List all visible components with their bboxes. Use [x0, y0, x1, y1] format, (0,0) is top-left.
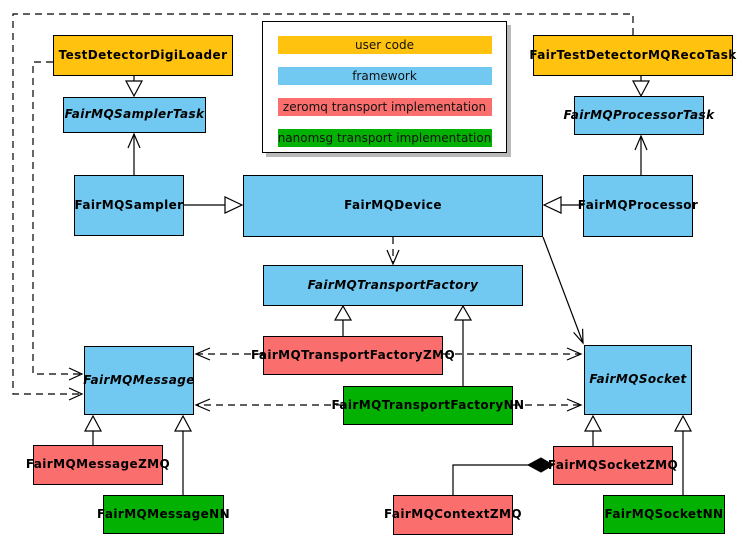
class-box-testdetectordigiloader: TestDetectorDigiLoader [53, 35, 233, 76]
class-box-fairmqdevice: FairMQDevice [243, 175, 543, 237]
class-box-fairtestdetectormqrecotask: FairTestDetectorMQRecoTask [529, 35, 736, 76]
edge-dependency-digiloader-message [32, 61, 84, 381]
class-box-fairmqsocketzmq: FairMQSocketZMQ [548, 446, 678, 485]
legend-item-nanomsg: nanomsg transport implementation [277, 129, 492, 147]
edge-dependency-device-factory [386, 237, 400, 266]
edge-inherit-messagenn-message [174, 414, 192, 495]
legend: user code framework zeromq transport imp… [262, 21, 507, 153]
legend-item-zeromq: zeromq transport implementation [277, 98, 492, 116]
edge-dependency-tfzmq-message [194, 347, 263, 361]
legend-label-framework: framework [352, 69, 417, 83]
class-box-fairmqtransportfactory: FairMQTransportFactory [263, 265, 523, 306]
legend-label-zeromq: zeromq transport implementation [282, 100, 487, 114]
class-box-fairmqmessagenn: FairMQMessageNN [97, 495, 230, 534]
edge-inherit-tfnn-factory [453, 304, 473, 386]
class-box-fairmqsamplertask: FairMQSamplerTask [63, 97, 206, 133]
edge-inherit-sampler-device [184, 196, 244, 214]
edge-assoc-device-socket [542, 236, 584, 345]
legend-item-framework: framework [277, 67, 492, 85]
edge-inherit-messagezmq-message [84, 414, 102, 445]
class-box-fairmqsocket: FairMQSocket [584, 345, 692, 415]
edge-inherit-tfzmq-factory [333, 304, 353, 336]
edge-dependency-tfnn-message [194, 398, 343, 412]
class-box-fairmqcontextzmq: FairMQContextZMQ [384, 495, 522, 535]
class-box-fairmqmessage: FairMQMessage [83, 346, 194, 415]
class-box-fairmqprocessor: FairMQProcessor [578, 175, 698, 237]
edge-inherit-digiloader-samplertask [125, 76, 143, 98]
class-box-fairmqtransportfactoryzmq: FairMQTransportFactoryZMQ [251, 336, 455, 375]
edge-assoc-sampler-samplertask [127, 132, 141, 175]
edge-inherit-processor-device [542, 196, 583, 214]
edge-inherit-recotask-processortask [632, 76, 650, 98]
legend-item-user-code: user code [277, 36, 492, 54]
legend-label-user-code: user code [355, 38, 414, 52]
edge-composition-socketzmq-contextzmq [452, 457, 554, 495]
legend-label-nanomsg: nanomsg transport implementation [277, 131, 492, 145]
edge-assoc-processor-processortask [634, 134, 648, 175]
edge-inherit-socketzmq-socket [584, 414, 602, 446]
class-box-fairmqprocessortask: FairMQProcessorTask [564, 96, 714, 135]
edge-dependency-tfnn-socket [513, 398, 583, 412]
class-box-fairmqsampler: FairMQSampler [74, 175, 184, 236]
class-box-fairmqtransportfactorynn: FairMQTransportFactoryNN [332, 386, 524, 425]
class-box-fairmqmessagezmq: FairMQMessageZMQ [26, 445, 170, 485]
edge-dependency-tfzmq-socket [443, 347, 583, 361]
class-box-fairmqsocketnn: FairMQSocketNN [603, 495, 725, 534]
edge-dependency-recotask-message [12, 13, 634, 401]
edge-inherit-socketnn-socket [674, 414, 692, 495]
